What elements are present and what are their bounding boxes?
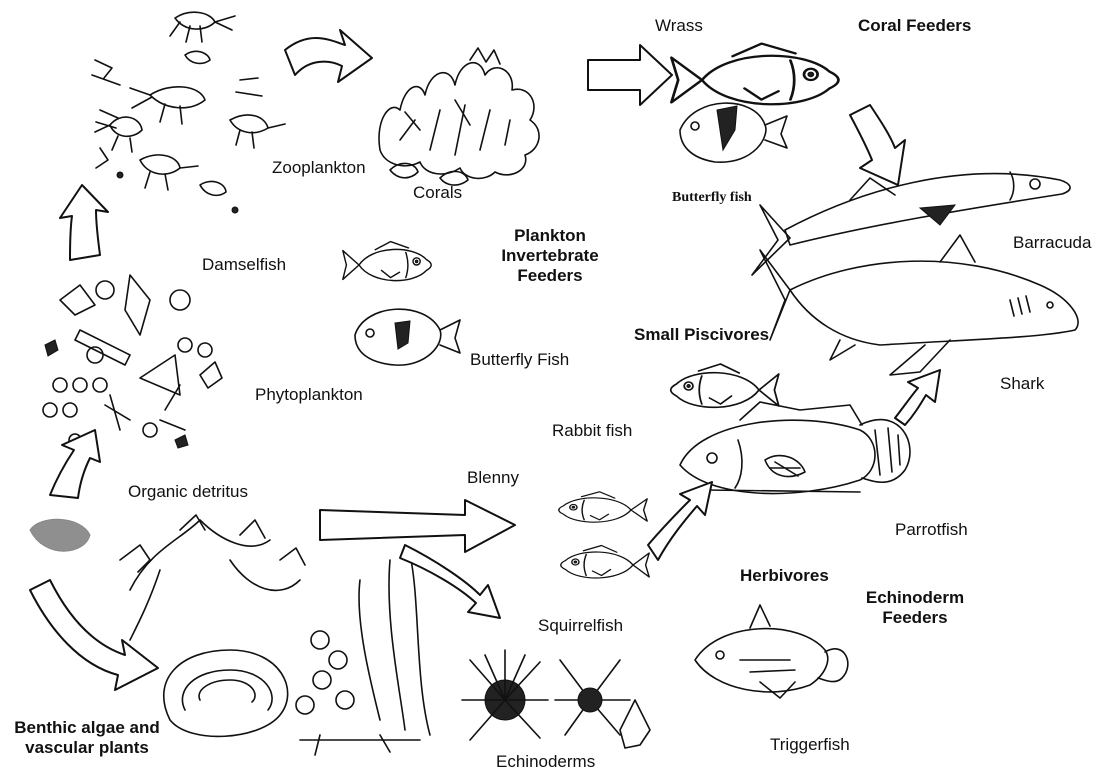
corals-drawing — [379, 48, 539, 185]
butterfly-fish-top-label: Butterfly fish — [672, 188, 752, 208]
corals-label: Corals — [413, 183, 462, 203]
blenny-label: Blenny — [467, 468, 519, 488]
squirrelfish-label: Squirrelfish — [538, 616, 623, 636]
shark-label: Shark — [1000, 374, 1044, 394]
blenny-fish-drawing — [559, 492, 647, 522]
coral-feeders-label: Coral Feeders — [858, 16, 971, 36]
phytoplankton-drawing — [43, 275, 222, 448]
plankton-feeders-line-1: Plankton — [495, 226, 605, 246]
parrotfish-drawing — [680, 402, 910, 494]
plankton-feeders-label: Plankton Invertebrate Feeders — [495, 226, 605, 286]
damselfish-label: Damselfish — [202, 255, 286, 275]
organic-detritus-label: Organic detritus — [128, 482, 248, 502]
zooplankton-label: Zooplankton — [272, 158, 366, 178]
butterfly-fish-mid-label: Butterfly Fish — [470, 350, 569, 370]
parrotfish-label: Parrotfish — [895, 520, 968, 540]
echinoderms-label: Echinoderms — [496, 752, 595, 772]
wrass-fish-drawing — [671, 44, 838, 105]
barracuda-drawing — [752, 172, 1070, 275]
damselfish-drawing — [343, 242, 431, 281]
echinoderm-feeders-line-1: Echinoderm — [860, 588, 970, 608]
butterfly-fish-top-drawing — [680, 103, 787, 162]
benthic-line-2: vascular plants — [2, 738, 172, 758]
benthic-line-1: Benthic algae and — [2, 718, 172, 738]
wrass-label: Wrass — [655, 16, 703, 36]
rabbit-fish-label: Rabbit fish — [552, 421, 632, 441]
plankton-feeders-line-2: Invertebrate — [495, 246, 605, 266]
barracuda-label: Barracuda — [1013, 233, 1091, 253]
echinoderm-feeders-label: Echinoderm Feeders — [860, 588, 970, 628]
squirrelfish-drawing — [561, 546, 649, 579]
triggerfish-label: Triggerfish — [770, 735, 850, 755]
triggerfish-drawing — [695, 605, 848, 698]
herbivores-label: Herbivores — [740, 566, 829, 586]
small-piscivores-label: Small Piscivores — [634, 325, 769, 345]
echinoderm-feeders-line-2: Feeders — [860, 608, 970, 628]
echinoderms-drawing — [462, 650, 650, 748]
zooplankton-drawing — [92, 12, 285, 213]
butterfly-fish-mid-drawing — [355, 309, 460, 365]
phytoplankton-label: Phytoplankton — [255, 385, 363, 405]
shark-drawing — [760, 235, 1078, 375]
benthic-algae-label: Benthic algae and vascular plants — [2, 718, 172, 758]
plankton-feeders-line-3: Feeders — [495, 266, 605, 286]
rabbit-fish-drawing — [671, 364, 779, 407]
